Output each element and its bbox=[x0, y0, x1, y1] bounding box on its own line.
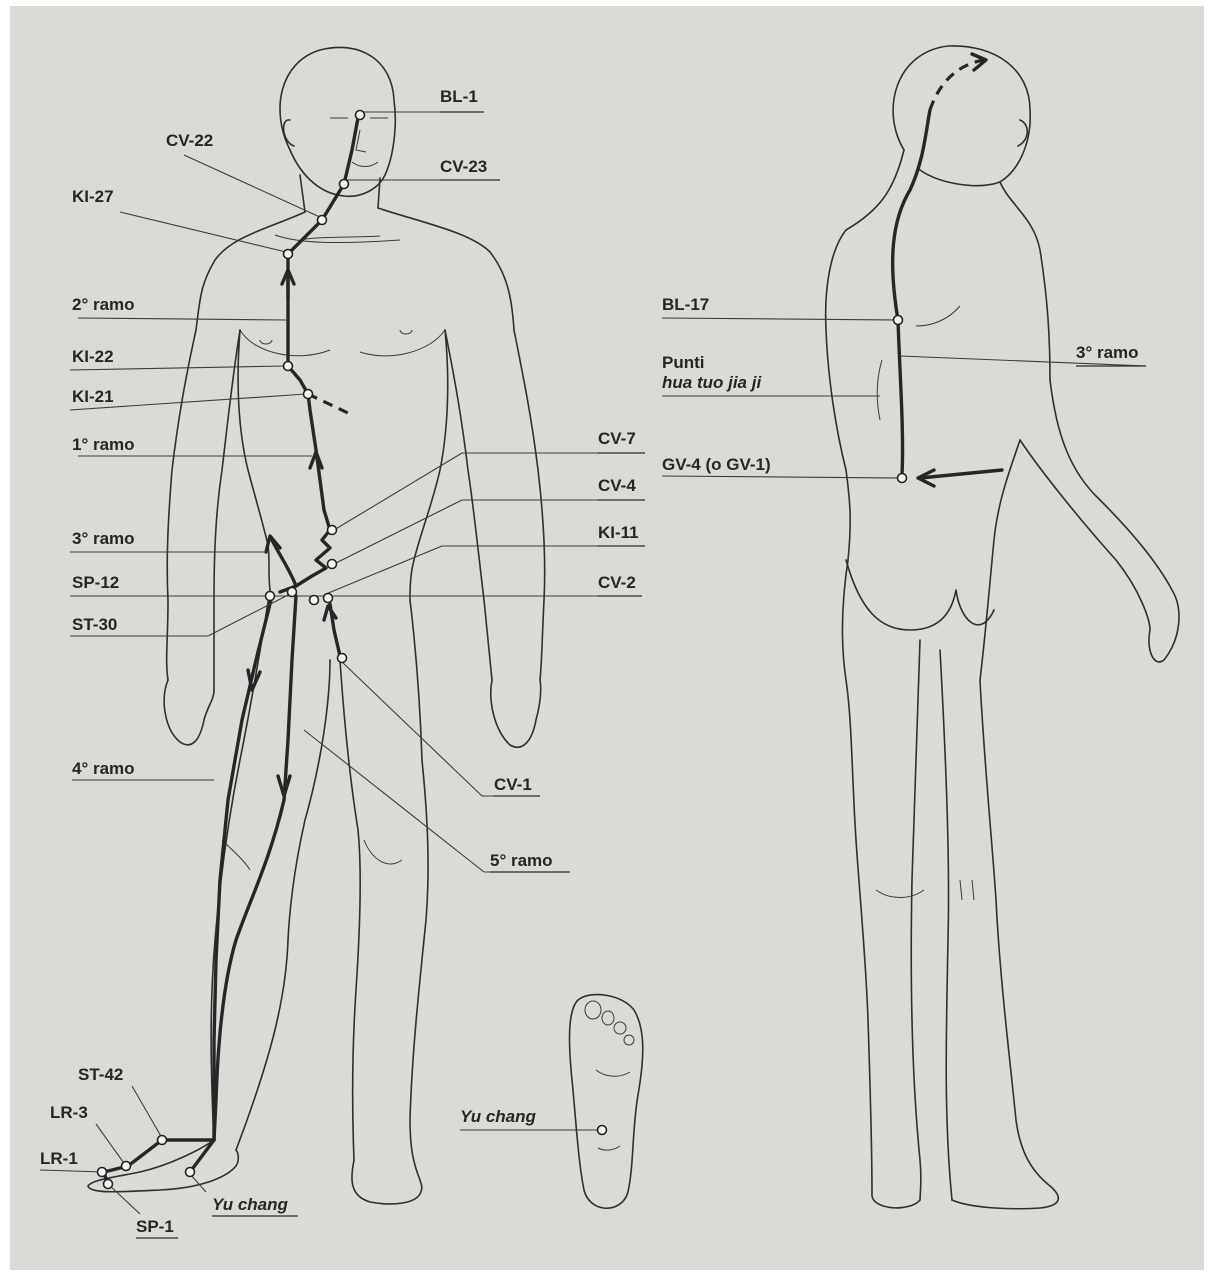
label-st42: ST-42 bbox=[78, 1065, 123, 1084]
label-punti: Punti bbox=[662, 353, 705, 372]
point-cv22 bbox=[318, 216, 327, 225]
label-ramo4: 4° ramo bbox=[72, 759, 135, 778]
point-ki11 bbox=[310, 596, 319, 605]
label-yu-chang-leg: Yu chang bbox=[212, 1195, 288, 1214]
point-lr1 bbox=[98, 1168, 107, 1177]
label-lr1: LR-1 bbox=[40, 1149, 78, 1168]
point-st42 bbox=[158, 1136, 167, 1145]
paper-background bbox=[10, 6, 1204, 1270]
label-ramo3-back: 3° ramo bbox=[1076, 343, 1139, 362]
label-sp1: SP-1 bbox=[136, 1217, 174, 1236]
label-cv23: CV-23 bbox=[440, 157, 487, 176]
label-cv2: CV-2 bbox=[598, 573, 636, 592]
point-ki27 bbox=[284, 250, 293, 259]
label-ki22: KI-22 bbox=[72, 347, 114, 366]
label-cv4: CV-4 bbox=[598, 476, 636, 495]
point-ki22 bbox=[284, 362, 293, 371]
point-cv1 bbox=[338, 654, 347, 663]
label-bl1: BL-1 bbox=[440, 87, 478, 106]
label-bl17: BL-17 bbox=[662, 295, 709, 314]
label-cv1: CV-1 bbox=[494, 775, 532, 794]
point-yu-chang-leg bbox=[186, 1168, 195, 1177]
point-cv7 bbox=[328, 526, 337, 535]
label-sp12: SP-12 bbox=[72, 573, 119, 592]
point-cv2 bbox=[324, 594, 333, 603]
point-sp1 bbox=[104, 1180, 113, 1189]
point-gv4 bbox=[898, 474, 907, 483]
label-gv4: GV-4 (o GV-1) bbox=[662, 455, 771, 474]
label-cv22: CV-22 bbox=[166, 131, 213, 150]
point-bl1 bbox=[356, 111, 365, 120]
label-ramo3: 3° ramo bbox=[72, 529, 135, 548]
point-st30 bbox=[288, 588, 297, 597]
label-ki27: KI-27 bbox=[72, 187, 114, 206]
label-ki11: KI-11 bbox=[598, 523, 639, 542]
label-yu-chang-sole: Yu chang bbox=[460, 1107, 536, 1126]
label-lr3: LR-3 bbox=[50, 1103, 88, 1122]
label-ramo1: 1° ramo bbox=[72, 435, 135, 454]
point-cv4 bbox=[328, 560, 337, 569]
label-cv7: CV-7 bbox=[598, 429, 636, 448]
point-ki21 bbox=[304, 390, 313, 399]
label-ki21: KI-21 bbox=[72, 387, 114, 406]
label-ramo5: 5° ramo bbox=[490, 851, 553, 870]
point-yu-chang-sole bbox=[598, 1126, 607, 1135]
label-st30: ST-30 bbox=[72, 615, 117, 634]
point-cv23 bbox=[340, 180, 349, 189]
label-hua-tuo: hua tuo jia ji bbox=[662, 373, 762, 392]
label-ramo2: 2° ramo bbox=[72, 295, 135, 314]
point-sp12 bbox=[266, 592, 275, 601]
point-bl17 bbox=[894, 316, 903, 325]
point-lr3 bbox=[122, 1162, 131, 1171]
